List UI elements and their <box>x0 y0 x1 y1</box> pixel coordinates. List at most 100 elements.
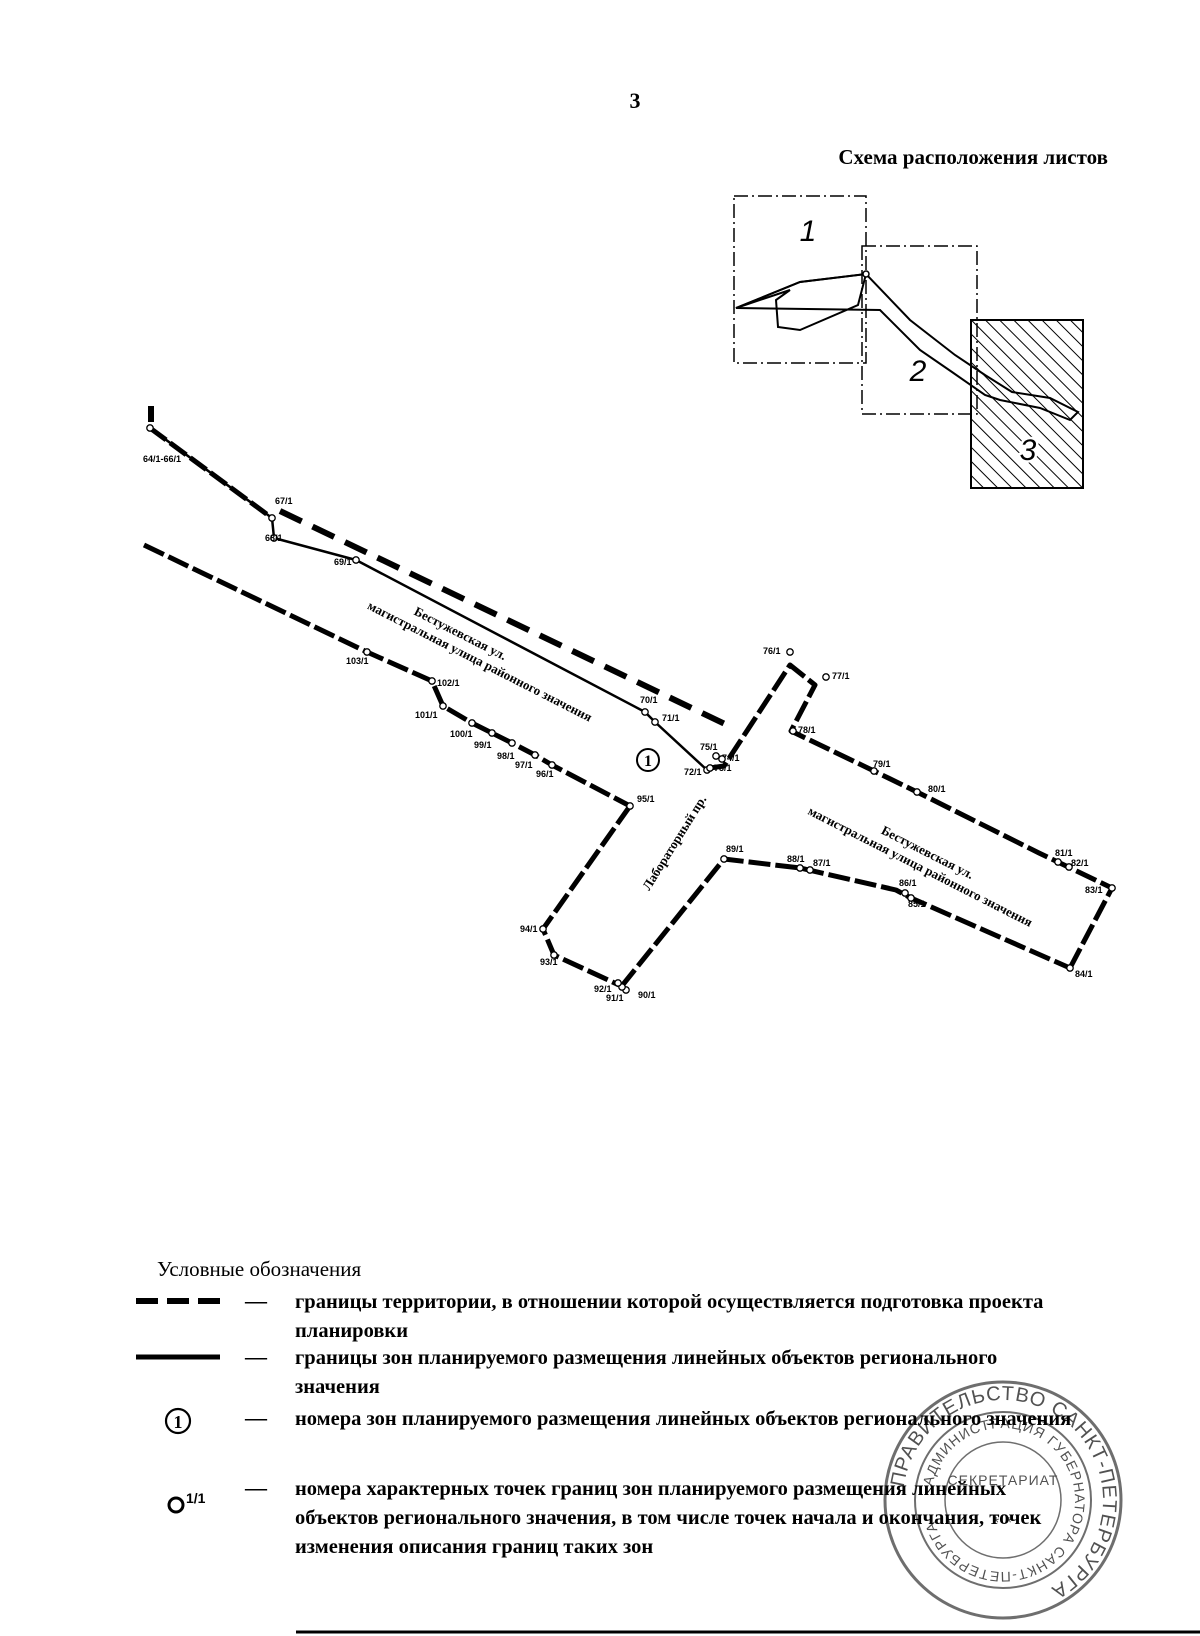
point-73: 73/1 <box>706 763 732 773</box>
legend-text: границы зон планируемого размещения лине… <box>295 1347 998 1398</box>
point-86: 86/1 <box>899 878 917 897</box>
point-81: 81/1 <box>1054 848 1073 866</box>
svg-text:95/1: 95/1 <box>637 794 655 804</box>
zone-number-circle <box>636 748 660 772</box>
zone-number-symbol-label: 1 <box>174 1412 183 1432</box>
svg-text:73/1: 73/1 <box>714 763 732 773</box>
svg-text:67/1: 67/1 <box>275 496 293 506</box>
point-69: 69/1 <box>334 556 360 567</box>
svg-text:93/1: 93/1 <box>540 957 558 967</box>
characteristic-points: 64/1-66/1 67/1 68/1 69/1 70/1 71/1 72/1 … <box>143 424 1116 1003</box>
point-101: 101/1 <box>415 702 447 720</box>
svg-text:* *: * * <box>993 1515 1013 1532</box>
legend-item-point-number: 1/1 — номера характерных точек границ зо… <box>130 1475 1130 1565</box>
zone-number-symbol: 1 <box>164 1407 192 1435</box>
point-82: 82/1 <box>1065 858 1089 871</box>
svg-text:СЕКРЕТАРИАТ: СЕКРЕТАРИАТ <box>948 1472 1059 1488</box>
point-74: 74/1 <box>712 752 740 763</box>
svg-text:97/1: 97/1 <box>515 760 533 770</box>
zone-boundary-east <box>709 662 1115 970</box>
legend-separator: — <box>245 1475 267 1500</box>
legend-text: номера характерных точек границ зон план… <box>295 1478 1042 1558</box>
page-number: 3 <box>629 88 641 113</box>
svg-text:92/1: 92/1 <box>594 984 612 994</box>
svg-text:98/1: 98/1 <box>497 751 515 761</box>
svg-text:87/1: 87/1 <box>813 858 831 868</box>
point-68: 68/1 <box>265 533 283 543</box>
sheet-1-frame <box>733 195 867 364</box>
point-78: 78/1 <box>789 725 816 735</box>
zone-number-label: 1 <box>644 753 652 770</box>
svg-text:99/1: 99/1 <box>474 740 492 750</box>
sheet-layout-title: Схема расположения листов <box>838 145 1108 169</box>
legend-separator: — <box>245 1344 267 1369</box>
svg-text:103/1: 103/1 <box>346 656 369 666</box>
svg-text:78/1: 78/1 <box>798 725 816 735</box>
svg-text:82/1: 82/1 <box>1071 858 1089 868</box>
svg-text:69/1: 69/1 <box>334 557 352 567</box>
svg-text:100/1: 100/1 <box>450 729 473 739</box>
point-77: 77/1 <box>822 671 850 681</box>
point-70: 70/1 <box>640 695 658 716</box>
point-97: 97/1 <box>515 751 539 770</box>
zone-boundary-laboratorny-east <box>619 856 1072 989</box>
point-89: 89/1 <box>720 844 744 863</box>
svg-text:88/1: 88/1 <box>787 854 805 864</box>
svg-text:76/1: 76/1 <box>763 646 781 656</box>
zone-boundary-laboratorny-west <box>540 804 633 988</box>
svg-text:72/1: 72/1 <box>684 767 702 777</box>
point-number-symbol: 1/1 <box>167 1490 206 1514</box>
svg-text:102/1: 102/1 <box>437 678 460 688</box>
point-99: 99/1 <box>474 729 496 750</box>
point-85: 85/1 <box>907 894 926 909</box>
svg-text:90/1: 90/1 <box>638 990 656 1000</box>
point-79: 79/1 <box>870 759 891 775</box>
street-type-bestuzhevskaya-west: магистральная улица районного значения <box>365 598 594 725</box>
point-103: 103/1 <box>346 648 371 666</box>
point-83: 83/1 <box>1085 884 1116 895</box>
point-96: 96/1 <box>536 761 556 779</box>
point-67: 67/1 <box>268 496 293 522</box>
point-100: 100/1 <box>450 719 476 739</box>
svg-text:64/1-66/1: 64/1-66/1 <box>143 454 181 464</box>
sheet-3-label: 3 <box>1020 434 1037 467</box>
svg-text:75/1: 75/1 <box>700 742 718 752</box>
svg-text:89/1: 89/1 <box>726 844 744 854</box>
territory-boundary <box>148 406 727 727</box>
point-92: 92/1 <box>594 979 622 994</box>
territory-boundary-upper <box>278 508 727 727</box>
point-98: 98/1 <box>497 739 516 761</box>
street-labels: Бестужевская ул. магистральная улица рай… <box>365 598 1035 930</box>
svg-text:71/1: 71/1 <box>662 713 680 723</box>
svg-text:101/1: 101/1 <box>415 710 438 720</box>
sheet-1-label: 1 <box>800 215 817 248</box>
point-number-symbol-label: 1/1 <box>186 1490 206 1506</box>
sheet-scheme-point <box>862 270 870 278</box>
legend-item-territory-boundary: — границы территории, в отношении которо… <box>130 1288 1130 1348</box>
sheet-2-label: 2 <box>909 355 927 388</box>
svg-text:80/1: 80/1 <box>928 784 946 794</box>
street-name-laboratorny: Лабораторный пр. <box>639 793 709 893</box>
point-76: 76/1 <box>763 646 794 656</box>
point-87: 87/1 <box>806 858 831 874</box>
street-type-bestuzhevskaya-east: магистральная улица районного значения <box>806 803 1035 930</box>
zone-boundary-north-west-heavy <box>148 425 274 521</box>
sheet-scheme-road-line <box>735 272 1080 422</box>
svg-text:85/1: 85/1 <box>908 899 926 909</box>
solid-boundary-symbol <box>136 1354 220 1360</box>
svg-text:81/1: 81/1 <box>1055 848 1073 858</box>
point-95: 95/1 <box>626 794 655 810</box>
point-80: 80/1 <box>913 784 946 796</box>
svg-text:94/1: 94/1 <box>520 924 538 934</box>
point-94: 94/1 <box>520 924 547 934</box>
sheet-2-frame <box>861 245 978 415</box>
point-102: 102/1 <box>428 677 460 688</box>
point-71: 71/1 <box>651 713 680 726</box>
point-75: 75/1 <box>700 742 726 763</box>
legend-item-zone-boundary: — границы зон планируемого размещения ли… <box>130 1344 1130 1404</box>
point-90: 90/1 <box>622 986 656 1000</box>
point-64-66: 64/1-66/1 <box>143 424 181 464</box>
svg-text:96/1: 96/1 <box>536 769 554 779</box>
